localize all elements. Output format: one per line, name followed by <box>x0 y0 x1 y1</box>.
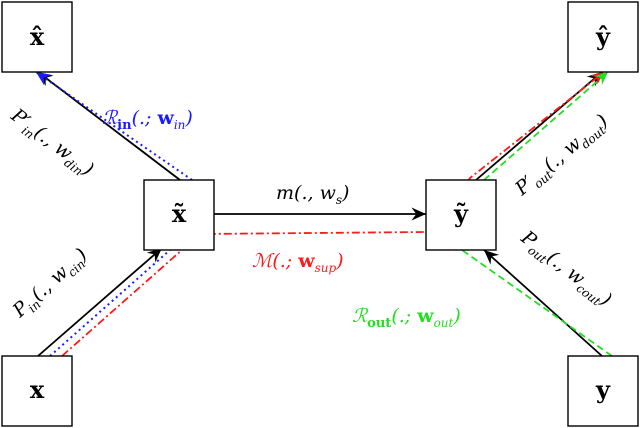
label-r-in: ℛin(.; win) <box>102 107 193 133</box>
label-p-in-prime: P′in(., wdin) <box>4 104 97 183</box>
edge-r-out-upper <box>483 71 609 181</box>
svg-text:ŷ: ŷ <box>595 22 611 51</box>
label-m: m(., ws) <box>276 182 349 207</box>
edge-p-in-prime <box>37 71 181 181</box>
svg-text:x̃: x̃ <box>172 199 187 228</box>
node-x-tilde: x̃ <box>143 179 215 251</box>
svg-text:x̂: x̂ <box>30 22 45 51</box>
edge-p-in <box>37 247 163 357</box>
edge-r-out-lower <box>461 249 613 357</box>
node-x: x <box>1 355 73 427</box>
label-p-out: Pout(., wcout) <box>514 226 616 313</box>
edge-r-in-upper <box>35 71 193 181</box>
edge-p-out <box>483 249 603 357</box>
node-y-tilde: ỹ <box>425 179 497 251</box>
node-y: y <box>567 355 639 427</box>
label-m-sup: ℳ(.; wsup) <box>252 250 344 275</box>
svg-text:ỹ: ỹ <box>453 199 469 228</box>
node-x-hat: x̂ <box>1 1 73 73</box>
svg-text:y: y <box>595 375 611 404</box>
node-y-hat: ŷ <box>567 1 639 73</box>
label-p-in: Pin(., wcin) <box>8 244 94 325</box>
edge-r-in-lower <box>49 249 171 357</box>
svg-text:x: x <box>30 375 45 404</box>
label-r-out: ℛout(.; wout) <box>352 305 461 331</box>
label-p-out-prime: P′out(., wdout) <box>510 110 614 203</box>
